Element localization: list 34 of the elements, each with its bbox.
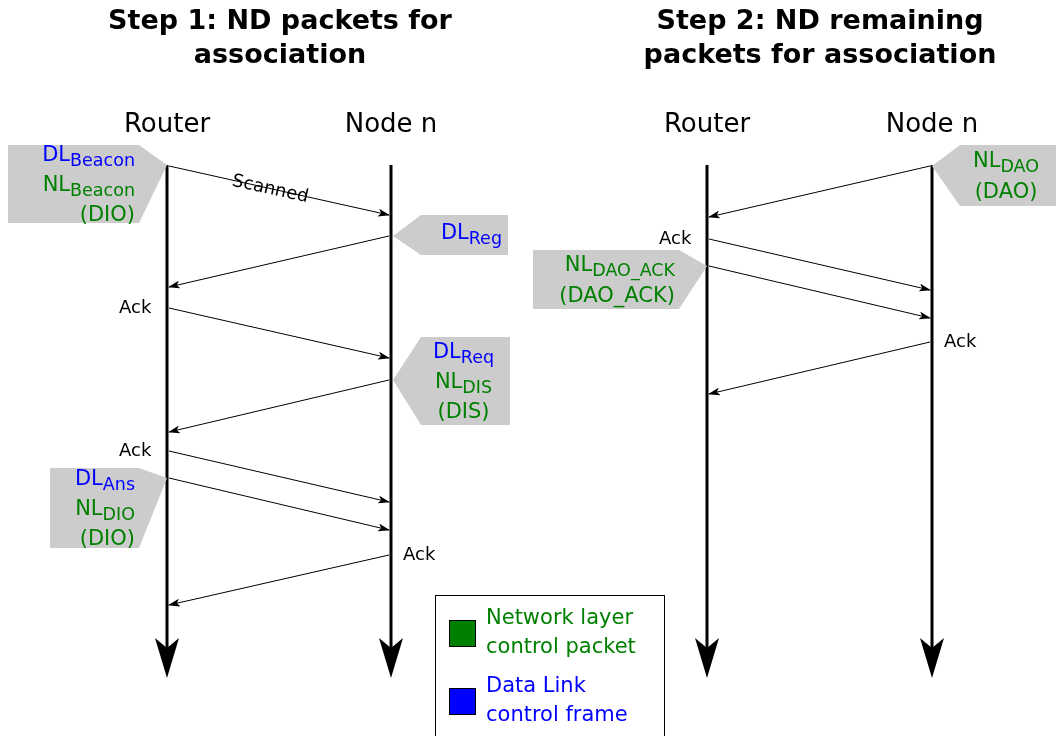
legend-text: Data Link control frame bbox=[486, 672, 629, 728]
packet-label: DL$_{Ans}$ bbox=[74, 465, 135, 496]
lifeline-header: Node n bbox=[343, 108, 439, 138]
lifeline-header: Node n bbox=[884, 108, 980, 138]
packet-label: DL$_{Reg}$ bbox=[440, 219, 502, 251]
packet-label: (DIO) bbox=[79, 526, 135, 551]
packet-label: (DAO) bbox=[974, 178, 1038, 203]
message-arrow bbox=[168, 379, 390, 434]
packet-label: NL$_{DAO}$ bbox=[973, 148, 1039, 179]
message-arrow bbox=[708, 265, 931, 320]
packet-label: NL$_{DAO_ACK}$ bbox=[564, 252, 675, 283]
step-title: Step 2: ND remaining packets for association bbox=[642, 3, 998, 71]
message-arrow bbox=[168, 477, 390, 532]
packet-label: NL$_{DIO}$ bbox=[75, 496, 135, 527]
message-arrow bbox=[708, 165, 931, 219]
packet-label: DL$_{Req}$ bbox=[432, 338, 495, 369]
packet-label: DL$_{Beacon}$ bbox=[42, 141, 135, 172]
message-arrow bbox=[168, 235, 390, 289]
legend-text: Network layer control packet bbox=[486, 604, 637, 660]
packet-label: (DAO_ACK) bbox=[559, 282, 675, 307]
packet-label: (DIO) bbox=[79, 202, 135, 227]
step-title: Step 1: ND packets for association bbox=[107, 3, 453, 71]
packet-label: NL$_{Beacon}$ bbox=[42, 172, 135, 203]
message-arrow bbox=[168, 450, 390, 504]
message-arrow bbox=[168, 165, 390, 217]
lifeline-header: Router bbox=[122, 108, 212, 138]
packet-label: (DIS) bbox=[437, 399, 490, 424]
lifeline-header: Router bbox=[662, 108, 752, 138]
message-arrow bbox=[168, 554, 390, 607]
message-arrow bbox=[168, 307, 390, 360]
edge-label: Scanned bbox=[230, 169, 311, 207]
message-arrow bbox=[708, 238, 931, 292]
message-arrow bbox=[708, 341, 931, 396]
packet-label: NL$_{DIS}$ bbox=[434, 369, 493, 400]
